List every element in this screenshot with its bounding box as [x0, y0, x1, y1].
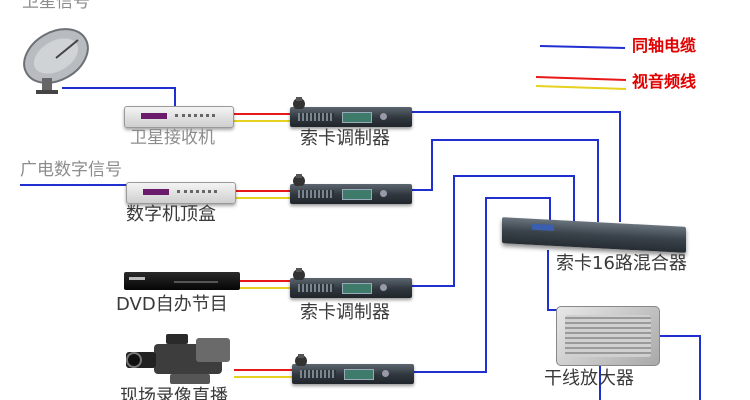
- legend-av-cable-label: 视音频线: [632, 72, 697, 91]
- satellite-signal-label: 卫星信号: [22, 0, 90, 12]
- digital-settop-box-label: 数字机顶盒: [126, 204, 216, 225]
- live-recording-label: 现场录像直播: [120, 386, 228, 400]
- wire-mod1-mixer: [412, 111, 621, 222]
- modulator-device-1: [290, 97, 412, 127]
- dvd-program-label: DVD自办节目: [116, 294, 228, 315]
- modulator-device-2: [290, 174, 412, 204]
- satellite-receiver-device: [124, 106, 234, 128]
- trunk-amplifier-label: 干线放大器: [544, 368, 634, 389]
- wire-mod3-mixer: [412, 175, 575, 287]
- legend-video-line: [535, 76, 627, 81]
- modulator-label-1: 索卡调制器: [300, 128, 390, 149]
- dvd-player-device: [124, 272, 240, 290]
- wire-mod4-mixer: [414, 197, 551, 373]
- modulator-device-4: [292, 354, 414, 384]
- modulator-label-3: 索卡调制器: [300, 302, 390, 323]
- broadcast-digital-signal-label: 广电数字信号: [20, 160, 122, 180]
- video-camera-icon: [126, 334, 230, 384]
- modulator-device-3: [290, 268, 412, 298]
- legend-audio-line: [535, 85, 627, 90]
- satellite-dish-icon: [23, 28, 89, 94]
- legend-coax-label: 同轴电缆: [632, 36, 697, 55]
- mixer-label: 索卡16路混合器: [556, 253, 687, 274]
- wire-mod2-mixer: [412, 139, 599, 222]
- digital-settop-box-device: [126, 182, 236, 204]
- wire-amplifier-out: [660, 335, 701, 400]
- wire-dish-receiver: [62, 87, 176, 106]
- legend-coax-line: [539, 45, 626, 49]
- satellite-receiver-label: 卫星接收机: [130, 128, 215, 148]
- trunk-amplifier-device: [556, 306, 660, 366]
